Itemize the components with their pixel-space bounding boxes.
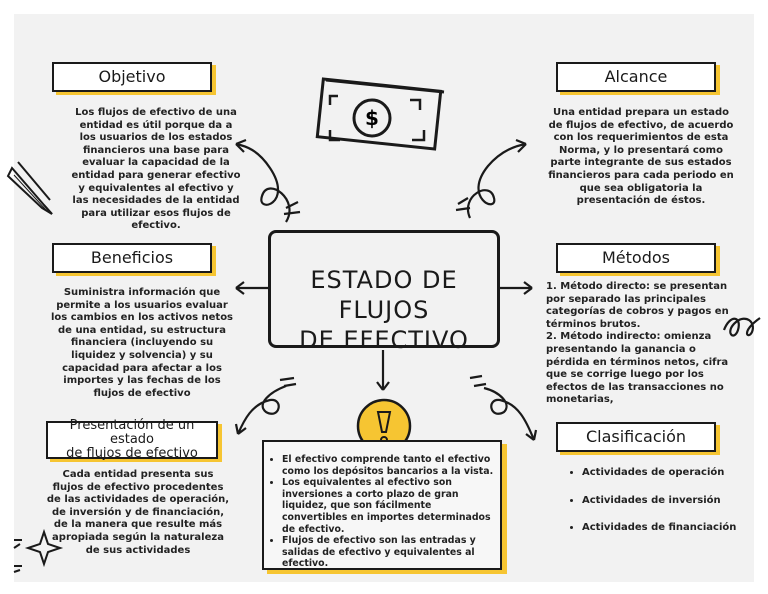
clasificacion-label-text: Clasificación [585, 427, 687, 447]
page-title: ESTADO DE FLUJOS DE EFECTIVO [271, 265, 497, 355]
list-item: Actividades de operación [582, 467, 752, 480]
metodos-label: Métodos [556, 243, 716, 273]
list-item: Actividades de inversión [582, 495, 752, 508]
alcance-text: Una entidad prepara un estado de flujos … [548, 107, 734, 207]
page-title-line-2: DE EFECTIVO [299, 326, 469, 354]
beneficios-text: Suministra información que permite a los… [50, 287, 234, 399]
svg-text:$: $ [365, 106, 379, 130]
clasificacion-label: Clasificación [556, 422, 716, 452]
definitions-list: El efectivo comprende tanto el efectivo … [282, 454, 496, 570]
connector-arrows [234, 138, 761, 441]
list-item: Actividades de financiación [582, 522, 752, 535]
money-bill-icon: $ [315, 77, 445, 151]
list-item: 1. Método directo: se presentan por sepa… [546, 281, 729, 330]
presentacion-text: Cada entidad presenta sus flujos de efec… [46, 469, 230, 556]
presentacion-label-line-2: de flujos de efectivo [66, 446, 198, 462]
list-item: Los equivalentes al efectivo son inversi… [282, 477, 496, 535]
metodos-label-text: Métodos [602, 248, 670, 268]
presentacion-label-line-1: Presentación de un estado [69, 417, 195, 447]
metodos-list: 1. Método directo: se presentan por sepa… [546, 281, 742, 407]
definitions-box: El efectivo comprende tanto el efectivo … [262, 440, 502, 570]
objetivo-label: Objetivo [52, 62, 212, 92]
exclamation-bulb-icon [356, 398, 412, 454]
clasificacion-list: Actividades de operación Actividades de … [582, 467, 752, 550]
objetivo-label-text: Objetivo [98, 67, 166, 87]
presentacion-label: Presentación de un estado de flujos de e… [46, 417, 218, 462]
beneficios-label: Beneficios [52, 243, 212, 273]
list-item: El efectivo comprende tanto el efectivo … [282, 454, 496, 477]
center-title-box: ESTADO DE FLUJOS DE EFECTIVO [268, 230, 500, 354]
objetivo-text: Los flujos de efectivo de una entidad es… [71, 107, 241, 232]
pencil-icon [6, 161, 53, 215]
beneficios-label-text: Beneficios [90, 248, 174, 268]
alcance-label: Alcance [556, 62, 716, 92]
list-item: 2. Método indirecto: omienza presentando… [546, 331, 729, 406]
list-item: Flujos de efectivo son las entradas y sa… [282, 535, 496, 570]
sparkle-icon [13, 528, 64, 573]
alcance-label-text: Alcance [604, 67, 668, 87]
page-title-line-1: ESTADO DE FLUJOS [310, 266, 458, 324]
